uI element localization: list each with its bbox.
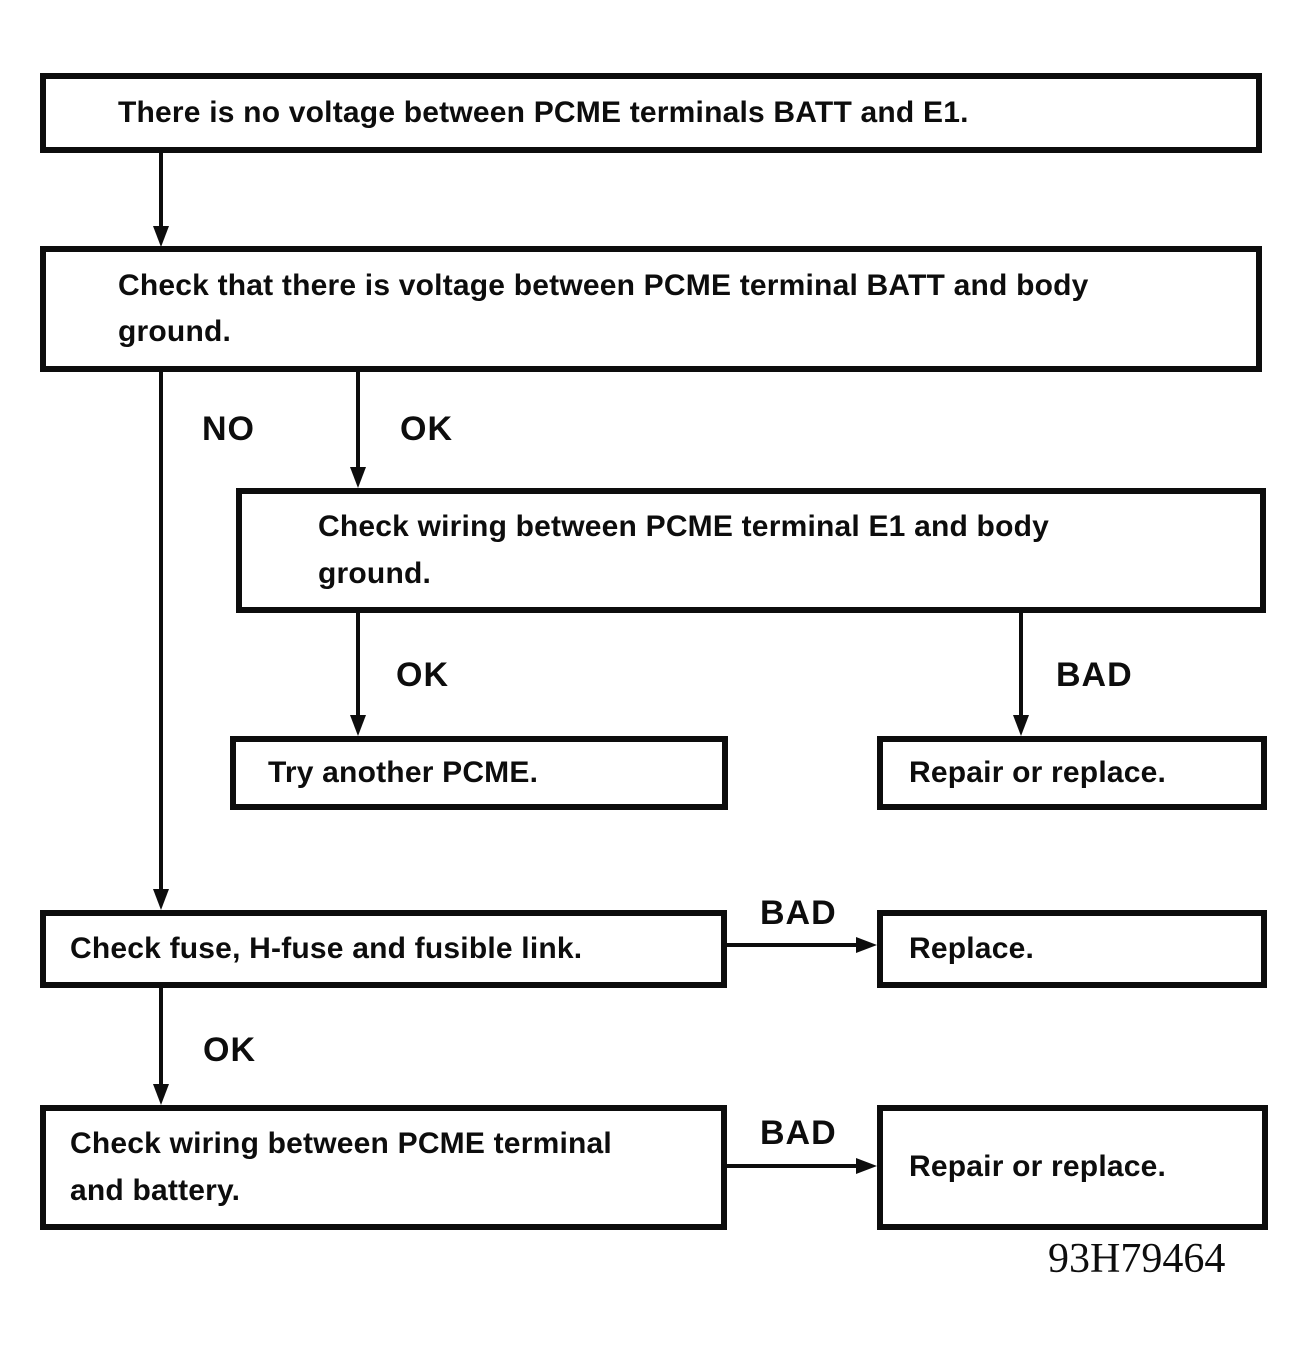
node-check-wiring-battery: Check wiring between PCME terminal and b… [40,1105,727,1230]
edge-label-no: NO [202,410,255,448]
node-check-batt-ground-text: Check that there is voltage between PCME… [118,268,1089,349]
node-repair-or-replace-2-text: Repair or replace. [909,1150,1167,1184]
node-check-wiring-e1-text: Check wiring between PCME terminal E1 an… [318,510,1050,590]
connector-line-bad [727,943,857,947]
node-check-fuse-text: Check fuse, H-fuse and fusible link. [70,931,583,965]
edge-label-ok-3: OK [203,1031,256,1069]
connector-line-ok [356,613,360,717]
node-repair-or-replace-1: Repair or replace. [877,736,1267,810]
arrow-down-icon [153,226,169,247]
node-no-voltage-text: There is no voltage between PCME termina… [118,95,969,129]
connector-line-ok [159,988,163,1086]
edge-label-bad-3: BAD [760,1114,837,1152]
edge-label-bad-2: BAD [760,894,837,932]
edge-label-bad-1: BAD [1056,656,1133,694]
node-no-voltage: There is no voltage between PCME termina… [40,73,1262,153]
node-check-wiring-battery-text: Check wiring between PCME terminal and b… [70,1127,612,1207]
arrow-down-icon [153,1084,169,1105]
connector-line-no [159,372,163,890]
figure-id: 93H79464 [1048,1236,1226,1282]
node-replace-text: Replace. [909,931,1034,965]
node-check-wiring-e1: Check wiring between PCME terminal E1 an… [236,488,1266,613]
connector-line-bad [1019,613,1023,717]
node-try-another-pcme: Try another PCME. [230,736,728,810]
node-repair-or-replace-2: Repair or replace. [877,1105,1268,1230]
arrow-down-icon [1013,715,1029,736]
edge-label-ok-2: OK [396,656,449,694]
node-check-fuse: Check fuse, H-fuse and fusible link. [40,910,727,988]
edge-label-ok-1: OK [400,410,453,448]
arrow-down-icon [350,467,366,488]
arrow-right-icon [856,1158,877,1174]
arrow-down-icon [153,889,169,910]
connector-line-bad [727,1164,857,1168]
connector-line-ok [356,372,360,468]
node-check-batt-ground: Check that there is voltage between PCME… [40,246,1262,372]
node-replace: Replace. [877,910,1267,988]
connector-line-down [159,152,163,228]
arrow-right-icon [856,937,877,953]
node-repair-or-replace-1-text: Repair or replace. [909,755,1167,789]
node-try-another-pcme-text: Try another PCME. [268,755,539,789]
arrow-down-icon [350,715,366,736]
